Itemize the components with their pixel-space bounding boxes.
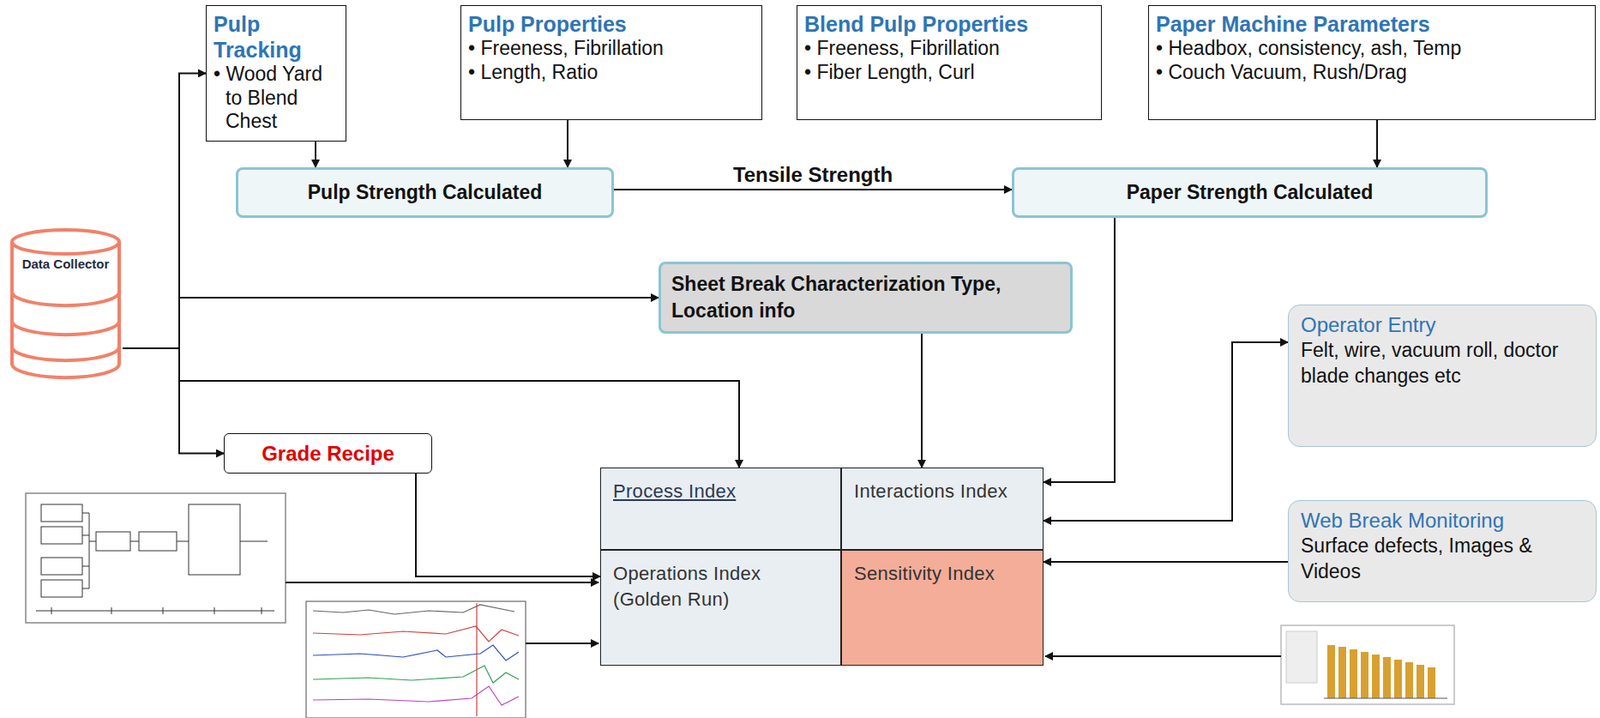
process-box: Sheet Break Characterization Type, Locat… <box>658 261 1073 334</box>
cylinder-shape <box>8 226 123 380</box>
connector <box>415 473 601 577</box>
node-title: Pulp Strength Calculated <box>307 180 542 205</box>
connector <box>122 72 206 349</box>
edge-label: Tensile Strength <box>729 162 897 187</box>
node-title: Operations Index (Golden Run) <box>613 560 829 612</box>
connector <box>122 348 224 454</box>
matrix-cell: Interactions Index <box>841 467 1044 550</box>
node-title: Grade Recipe <box>261 441 395 466</box>
node-body: • Wood Yard to Blend Chest <box>213 62 339 134</box>
database-cylinder: Data Collector <box>8 226 123 380</box>
matrix-cell: Operations Index (Golden Run) <box>600 549 842 666</box>
node-title: Paper Machine Parameters <box>1155 11 1588 37</box>
node-title: Operator Entry <box>1300 312 1584 338</box>
matrix-cell: Process Index <box>600 467 842 550</box>
node-title: Interactions Index <box>854 478 1031 505</box>
connector <box>1376 120 1378 168</box>
info-box: Blend Pulp Properties• Freeness, Fibrill… <box>796 5 1102 121</box>
bar-chart-thumbnail <box>1281 625 1455 704</box>
info-box: Pulp Tracking• Wood Yard to Blend Chest <box>205 5 347 142</box>
node-body: Surface defects, Images & Videos <box>1300 533 1584 585</box>
calc-box: Paper Strength Calculated <box>1011 167 1488 218</box>
connector <box>566 120 569 168</box>
connector <box>1043 217 1115 482</box>
connector <box>1043 342 1288 521</box>
flow-thumbnail <box>25 493 286 623</box>
connector <box>920 333 923 468</box>
node-title: Pulp Tracking <box>213 11 339 63</box>
node-body: Felt, wire, vacuum roll, doctor blade ch… <box>1300 337 1584 390</box>
node-title: Blend Pulp Properties <box>804 11 1095 37</box>
connector <box>1043 560 1288 563</box>
node-body: • Freeness, Fibrillation <box>468 36 755 61</box>
connector <box>613 188 1012 191</box>
node-title: Paper Strength Calculated <box>1126 180 1374 205</box>
node-body: • Couch Vacuum, Rush/Drag <box>1155 60 1588 85</box>
recipe-box: Grade Recipe <box>223 433 433 474</box>
node-title: Sheet Break Characterization Type, Locat… <box>671 270 1060 325</box>
node-title: Pulp Properties <box>468 11 755 37</box>
connector <box>122 297 659 349</box>
node-title: Web Break Monitoring <box>1300 507 1584 534</box>
connector <box>314 141 317 168</box>
calc-box: Pulp Strength Calculated <box>235 167 614 218</box>
info-box: Pulp Properties• Freeness, Fibrillation•… <box>460 5 763 121</box>
node-body: • Length, Ratio <box>468 60 755 85</box>
input-box: Web Break MonitoringSurface defects, Ima… <box>1287 499 1597 602</box>
node-body: • Fiber Length, Curl <box>804 60 1095 85</box>
node-title: Sensitivity Index <box>854 560 1031 587</box>
input-box: Operator EntryFelt, wire, vacuum roll, d… <box>1287 304 1597 447</box>
node-body: • Freeness, Fibrillation <box>804 36 1095 61</box>
node-title: Data Collector <box>8 257 123 272</box>
node-body: • Headbox, consistency, ash, Temp <box>1155 36 1588 61</box>
node-title: Process Index <box>613 478 829 505</box>
info-box: Paper Machine Parameters• Headbox, consi… <box>1148 5 1596 121</box>
matrix-cell: Sensitivity Index <box>841 549 1044 666</box>
trend-thumbnail <box>306 601 526 718</box>
